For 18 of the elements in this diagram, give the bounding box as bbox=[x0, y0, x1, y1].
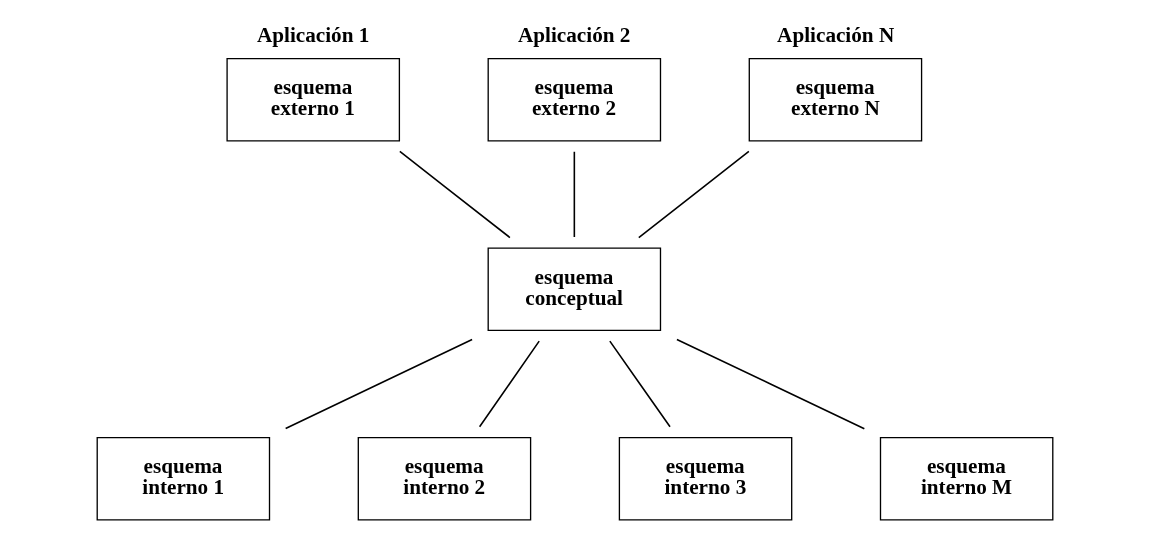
node-box: esquema externo 1 bbox=[226, 57, 401, 142]
node-label: Aplicación 2 bbox=[518, 23, 631, 48]
node-box: esquema interno M bbox=[879, 437, 1054, 521]
connector bbox=[676, 338, 866, 430]
connector bbox=[478, 340, 540, 428]
node-box: esquema externo N bbox=[748, 57, 923, 142]
connector bbox=[609, 340, 671, 428]
connector bbox=[399, 150, 511, 239]
node-label: Aplicación 1 bbox=[256, 23, 370, 48]
node-box: esquema interno 2 bbox=[357, 437, 532, 521]
node-box: esquema conceptual bbox=[487, 247, 662, 331]
connector bbox=[284, 338, 473, 430]
node-box: esquema interno 1 bbox=[96, 437, 271, 521]
node-label: Aplicación N bbox=[777, 23, 895, 48]
connector bbox=[638, 150, 750, 239]
node-box: esquema interno 3 bbox=[618, 437, 793, 521]
connector bbox=[573, 150, 576, 238]
node-box: esquema externo 2 bbox=[487, 57, 662, 142]
